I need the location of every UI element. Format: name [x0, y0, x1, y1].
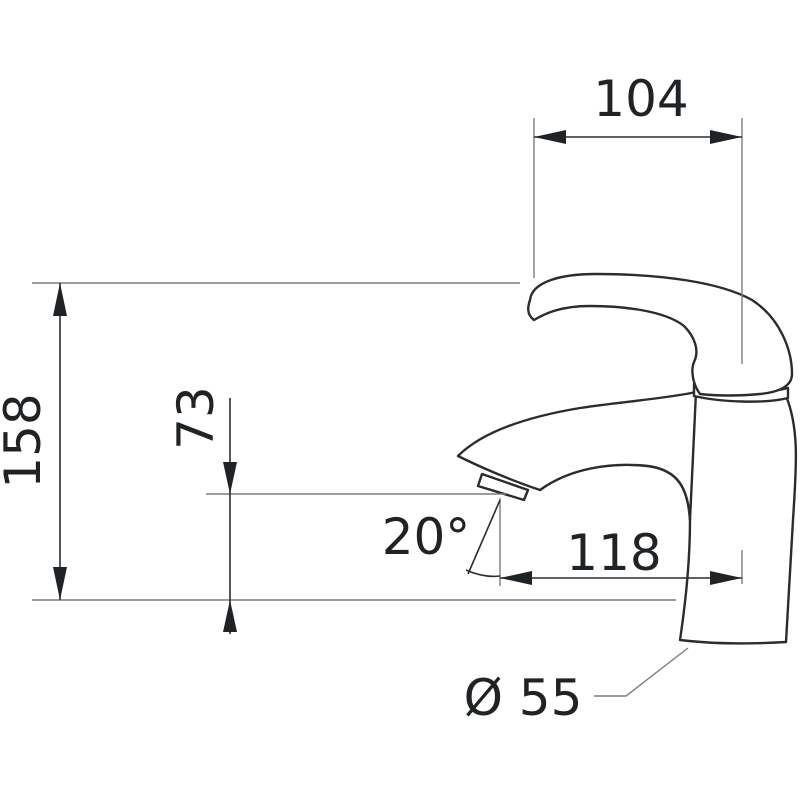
arrow-up-icon — [223, 600, 237, 632]
spout-reach-label: 118 — [566, 524, 661, 582]
angle-line — [467, 499, 501, 575]
angle-arc — [465, 569, 501, 578]
spout-height-label: 73 — [167, 386, 225, 450]
faucet-spout — [456, 390, 698, 522]
arrow-down-icon — [223, 462, 237, 494]
faucet-body — [456, 272, 798, 645]
arrow-right-icon — [710, 130, 742, 144]
leader-line — [594, 647, 689, 697]
spout-angle-label: 20° — [382, 508, 471, 566]
height-total-label: 158 — [0, 393, 52, 488]
arrow-left-icon — [534, 130, 566, 144]
base-diameter-label: Ø 55 — [464, 669, 583, 727]
dimension-width-top: 104 — [534, 70, 742, 144]
spout-aerator — [476, 472, 530, 502]
dimension-spout-angle: 20° — [382, 499, 501, 578]
lever-handle — [527, 272, 794, 397]
dimension-height-total: 158 — [0, 283, 67, 600]
arrow-left-icon — [500, 571, 532, 585]
arrow-down-icon — [53, 567, 67, 600]
extension-lines — [32, 118, 743, 601]
dimension-base-diameter: Ø 55 — [464, 647, 689, 727]
dimension-spout-reach: 118 — [500, 524, 742, 585]
arrow-right-icon — [710, 571, 742, 585]
width-top-label: 104 — [593, 70, 688, 128]
dimension-spout-height: 73 — [167, 386, 237, 634]
arrow-up-icon — [53, 283, 67, 316]
